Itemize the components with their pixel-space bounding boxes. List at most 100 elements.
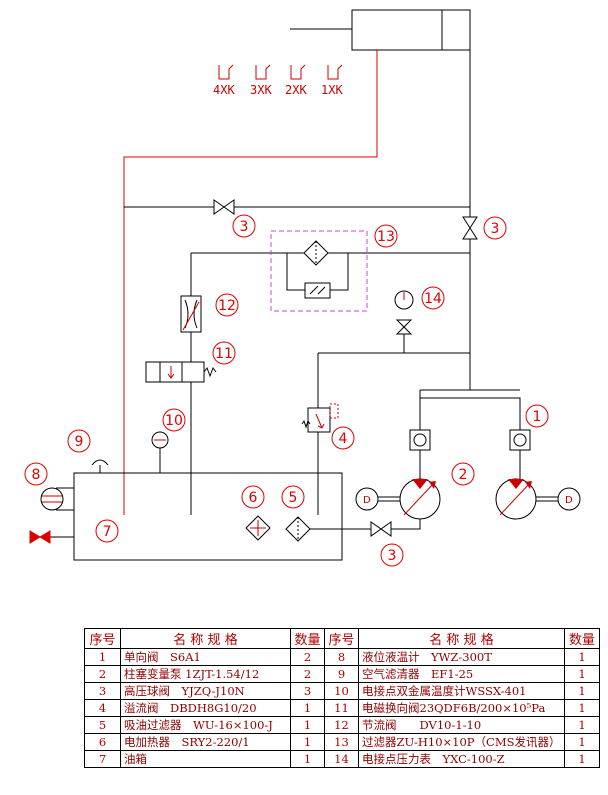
cell-qty: 1 (564, 699, 600, 717)
callout-14: 14 (424, 291, 442, 307)
cell-index: 13 (324, 733, 359, 751)
cell-index: 2 (84, 665, 121, 683)
hydraulic-cylinder (290, 9, 471, 51)
cell-qty: 2 (290, 665, 325, 683)
cell-index: 7 (84, 750, 121, 768)
cell-qty: 1 (290, 750, 325, 768)
solenoid-valve (145, 361, 217, 383)
header-index-1: 序号 (84, 628, 121, 649)
cell-name-spec: 节流阀 DV10-1-10 (358, 716, 565, 734)
bill-of-materials: 序号 名 称 规 格 数量 序号 名 称 规 格 数量 1 单向阀 S6A1 2… (84, 628, 600, 768)
cell-index: 9 (324, 665, 359, 683)
cell-qty: 1 (564, 648, 600, 666)
callout-1: 1 (533, 409, 542, 425)
header-qty-1: 数量 (290, 628, 325, 649)
callout-7: 7 (103, 524, 112, 540)
piping (124, 50, 521, 530)
cell-qty: 1 (290, 699, 325, 717)
relief-valve (301, 403, 339, 433)
table-row: 5 吸油过滤器 WU-16×100-J 1 12 节流阀 DV10-1-10 1 (84, 716, 600, 734)
switch-label-2xk: 2XK (285, 83, 307, 97)
cell-qty: 1 (564, 733, 600, 751)
oil-tank (73, 472, 343, 561)
cell-name-spec: 柱塞变量泵 1ZJT-1.54/12 (120, 665, 291, 683)
callout-4: 4 (339, 431, 348, 447)
cell-name-spec: 液位液温计 YWZ-300T (358, 648, 565, 666)
ball-valve-right (462, 216, 478, 240)
callout-13: 13 (377, 229, 395, 245)
callout-3-top: 3 (240, 219, 249, 235)
table-header-row: 序号 名 称 规 格 数量 序号 名 称 规 格 数量 (84, 628, 600, 649)
switch-label-3xk: 3XK (250, 83, 272, 97)
svg-text:D: D (565, 495, 573, 506)
cell-index: 4 (84, 699, 121, 717)
pressure-gauge (394, 290, 414, 335)
cell-qty: 1 (564, 716, 600, 734)
cell-index: 12 (324, 716, 359, 734)
callout-2: 2 (459, 467, 468, 483)
svg-text:D: D (363, 495, 371, 506)
cell-index: 11 (324, 699, 359, 717)
cell-name-spec: 电加热器 SRY2-220/1 (120, 733, 291, 751)
callouts (24, 214, 549, 567)
level-gauge (40, 487, 74, 511)
header-index-2: 序号 (324, 628, 359, 649)
table-row: 1 单向阀 S6A1 2 8 液位液温计 YWZ-300T 1 (84, 648, 600, 666)
cell-index: 3 (84, 682, 121, 700)
limit-switches: 4XK 3XK 2XK 1XK (213, 64, 343, 97)
callout-3-bottom: 3 (388, 548, 397, 564)
callout-11: 11 (215, 346, 233, 362)
cell-index: 6 (84, 733, 121, 751)
cell-qty: 1 (564, 750, 600, 768)
cell-index: 10 (324, 682, 359, 700)
electric-heater (245, 515, 271, 541)
callout-6: 6 (249, 490, 258, 506)
callout-3-right: 3 (491, 221, 500, 237)
cell-qty: 1 (290, 733, 325, 751)
table-row: 2 柱塞变量泵 1ZJT-1.54/12 2 9 空气滤清器 EF1-25 1 (84, 665, 600, 683)
cell-index: 5 (84, 716, 121, 734)
cell-name-spec: 油箱 (120, 750, 291, 768)
table-row: 7 油箱 1 14 电接点压力表 YXC-100-Z 1 (84, 750, 600, 768)
cell-qty: 1 (290, 716, 325, 734)
thermometer (151, 431, 169, 473)
drain-valve (29, 530, 74, 544)
cell-name-spec: 电磁换向阀23QDF6B/200×10⁵Pa (358, 699, 565, 717)
suction-filter (285, 516, 311, 542)
check-valves (409, 429, 531, 451)
cell-name-spec: 吸油过滤器 WU-16×100-J (120, 716, 291, 734)
callout-5: 5 (289, 490, 298, 506)
cell-name-spec: 高压球阀 YJZQ-J10N (120, 682, 291, 700)
cell-name-spec: 溢流阀 DBDH8G10/20 (120, 699, 291, 717)
ball-valve-top (213, 199, 235, 215)
cell-index: 8 (324, 648, 359, 666)
cell-qty: 2 (290, 648, 325, 666)
air-breather (91, 459, 109, 473)
header-name-spec-1: 名 称 规 格 (120, 628, 291, 649)
ball-valve-bottom (370, 521, 392, 537)
switch-label-4xk: 4XK (213, 83, 235, 97)
cell-index: 14 (324, 750, 359, 768)
cell-name-spec: 电接点双金属温度计WSSX-401 (358, 682, 565, 700)
table-row: 4 溢流阀 DBDH8G10/20 1 11 电磁换向阀23QDF6B/200×… (84, 699, 600, 717)
cell-name-spec: 过滤器ZU-H10×10P（CMS发讯器） (358, 733, 565, 751)
cell-qty: 3 (290, 682, 325, 700)
cell-name-spec: 单向阀 S6A1 (120, 648, 291, 666)
variable-pumps: D D (355, 478, 581, 520)
callout-9: 9 (75, 434, 84, 450)
callout-10: 10 (165, 413, 183, 429)
cell-index: 1 (84, 648, 121, 666)
header-qty-2: 数量 (564, 628, 600, 649)
return-line (123, 50, 378, 515)
cell-qty: 1 (564, 665, 600, 683)
table-row: 3 高压球阀 YJZQ-J10N 3 10 电接点双金属温度计WSSX-401 … (84, 682, 600, 700)
throttle-valve (180, 295, 202, 333)
header-name-spec-2: 名 称 规 格 (358, 628, 565, 649)
callout-8: 8 (32, 467, 41, 483)
cell-name-spec: 空气滤清器 EF1-25 (358, 665, 565, 683)
table-row: 6 电加热器 SRY2-220/1 1 13 过滤器ZU-H10×10P（CMS… (84, 733, 600, 751)
switch-label-1xk: 1XK (321, 83, 343, 97)
cell-qty: 1 (564, 682, 600, 700)
cell-name-spec: 电接点压力表 YXC-100-Z (358, 750, 565, 768)
